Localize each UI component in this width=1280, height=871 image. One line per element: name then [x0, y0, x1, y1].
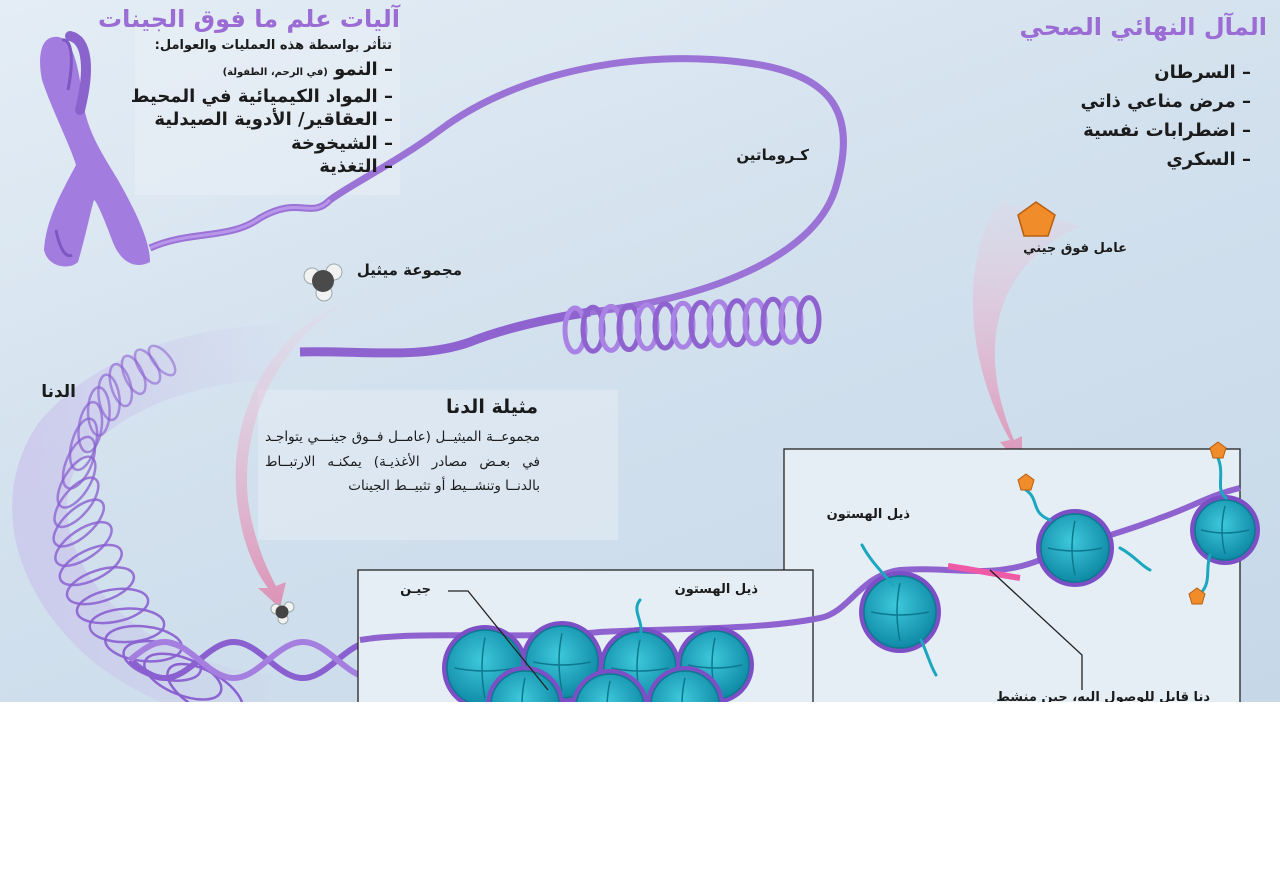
chromosome-icon [40, 31, 150, 267]
nucleosome [646, 666, 724, 702]
dna-double-helix [52, 344, 362, 702]
chromatin-fiber [148, 55, 847, 358]
nucleosome [571, 669, 649, 702]
outcome-item: – اضطرابات نفسية [1083, 120, 1251, 141]
outcome-item: – مرض مناعي ذاتي [1080, 91, 1252, 112]
mechanisms-subtitle: تتأثر بواسطة هذه العمليات والعوامل: [154, 38, 392, 53]
accessible-dna-label: دنا قابل للوصول اليه، جين منشط [996, 690, 1210, 702]
leader-lines [448, 569, 1083, 691]
mechanisms-panel-bg [135, 20, 400, 195]
methyl-on-dna-icon [270, 601, 295, 625]
mechanism-note: (في الرحم، الطفولة) [222, 67, 328, 78]
outcome-item: – السكري [1166, 149, 1251, 170]
methyl-group-label: مجموعة ميثيل [356, 261, 462, 279]
nucleosome [1036, 509, 1114, 587]
methyl-arrow [235, 300, 350, 608]
methylation-panel-bg [258, 390, 618, 540]
chromatin-label: كـروماتين [736, 146, 809, 164]
nucleosome [486, 666, 564, 702]
mechanism-item: – العقاقير/ الأدوية الصيدلية [154, 109, 393, 130]
histone-tail-label-right: ذيل الهستون [826, 507, 910, 522]
mechanisms-title: آليات علم ما فوق الجينات [98, 5, 400, 33]
active-gene-segment [947, 563, 1021, 581]
outcomes-list: – السرطان – مرض مناعي ذاتي – اضطرابات نف… [1081, 58, 1252, 174]
methylation-title: مثيلة الدنا [445, 396, 538, 418]
mechanism-item: – المواد الكيميائية في المحيط [130, 85, 393, 107]
epigenetic-factor-icon [1017, 201, 1056, 237]
epigenetic-factor-label: عامل فوق جيني [1023, 241, 1127, 256]
mechanism-item: – الشيخوخة [290, 132, 393, 154]
diagram-artwork [12, 20, 1260, 702]
epigenetics-diagram: آليات علم ما فوق الجينات تتأثر بواسطة هذ… [0, 0, 1280, 702]
methylation-body: مجموعــة الميثيــل (عامــل فــوق جينـــي… [265, 429, 540, 494]
factor-arrow [972, 200, 1080, 468]
bound-factor-icons [1017, 441, 1227, 605]
mechanisms-list: – النمو (في الرحم، الطفولة) – المواد الك… [131, 58, 393, 179]
histone-tail-label-left: ذيل الهستون [674, 582, 758, 597]
mechanism-item: – التغذية [319, 156, 393, 177]
nucleosome [1190, 495, 1260, 565]
mechanism-item: – النمو (في الرحم، الطفولة) [222, 59, 393, 80]
nucleosome [859, 571, 941, 653]
dna-label: الدنا [41, 382, 76, 402]
gene-label: جيـن [400, 582, 431, 597]
chromatin-coil [562, 295, 822, 355]
outcomes-title: المآل النهائي الصحي [1019, 13, 1267, 41]
histone-tails [635, 456, 1228, 677]
methyl-group-icon [303, 263, 343, 302]
outcome-item: – السرطان [1154, 62, 1251, 83]
nucleosome-group [442, 495, 1260, 702]
